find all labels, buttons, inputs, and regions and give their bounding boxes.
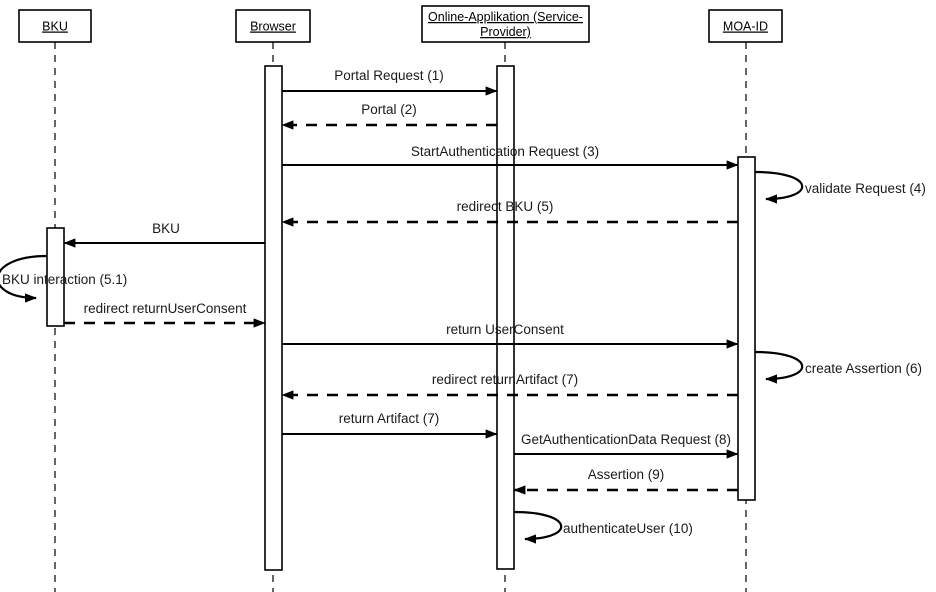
participant-box-moaid[interactable] <box>708 9 783 43</box>
activation-bar-moaid <box>737 156 756 501</box>
participant-label-moaid: MOA-ID <box>723 20 768 34</box>
self-message-label-s10: authenticateUser (10) <box>563 521 693 536</box>
self-message-label-s6: create Assertion (6) <box>805 361 922 376</box>
participant-box-browser[interactable] <box>235 9 311 43</box>
lifelines-layer <box>54 42 747 592</box>
self-message-arrow-s10 <box>513 510 563 544</box>
activation-bar-bku <box>46 227 65 327</box>
message-label-m1: Portal Request (1) <box>334 68 444 83</box>
self-message-arrow-s6 <box>754 350 804 384</box>
message-label-m52: redirect returnUserConsent <box>84 301 247 316</box>
activation-bar-browser <box>264 65 283 571</box>
participant-label-browser: Browser <box>250 20 296 34</box>
message-label-m9: Assertion (9) <box>588 467 665 482</box>
message-label-m7b: return Artifact (7) <box>339 411 440 426</box>
participant-box-bku[interactable] <box>18 9 92 43</box>
message-label-m7: redirect returnArtifact (7) <box>432 372 578 387</box>
participant-label-bku: BKU <box>42 20 68 34</box>
self-message-label-s51: BKU interaction (5.1) <box>2 272 127 287</box>
activations-layer <box>46 65 756 571</box>
participant-label-oa: Provider) <box>480 25 531 39</box>
self-message-arrow-s4 <box>754 170 804 204</box>
message-label-m5: redirect BKU (5) <box>457 199 554 214</box>
participant-label-oa: Online-Applikation (Service- <box>428 10 583 24</box>
message-label-m2: Portal (2) <box>361 102 417 117</box>
self-message-arrow-s51 <box>0 254 48 303</box>
activation-bar-oa <box>496 65 515 570</box>
message-label-m3: StartAuthentication Request (3) <box>411 144 599 159</box>
message-label-m8: GetAuthenticationData Request (8) <box>521 432 731 447</box>
self-message-label-s4: validate Request (4) <box>805 181 926 196</box>
self-messages-layer: validate Request (4) BKU interaction (5.1… <box>0 170 926 544</box>
messages-layer: Portal Request (1) Portal (2) StartAuthent… <box>63 68 739 495</box>
participant-box-oa[interactable] <box>421 5 590 43</box>
participant-heads-layer: BKU Browser Online-Applikation (Service-Pr… <box>18 5 783 43</box>
message-label-m5b: BKU <box>152 221 180 236</box>
message-label-m6a: return UserConsent <box>446 322 564 337</box>
